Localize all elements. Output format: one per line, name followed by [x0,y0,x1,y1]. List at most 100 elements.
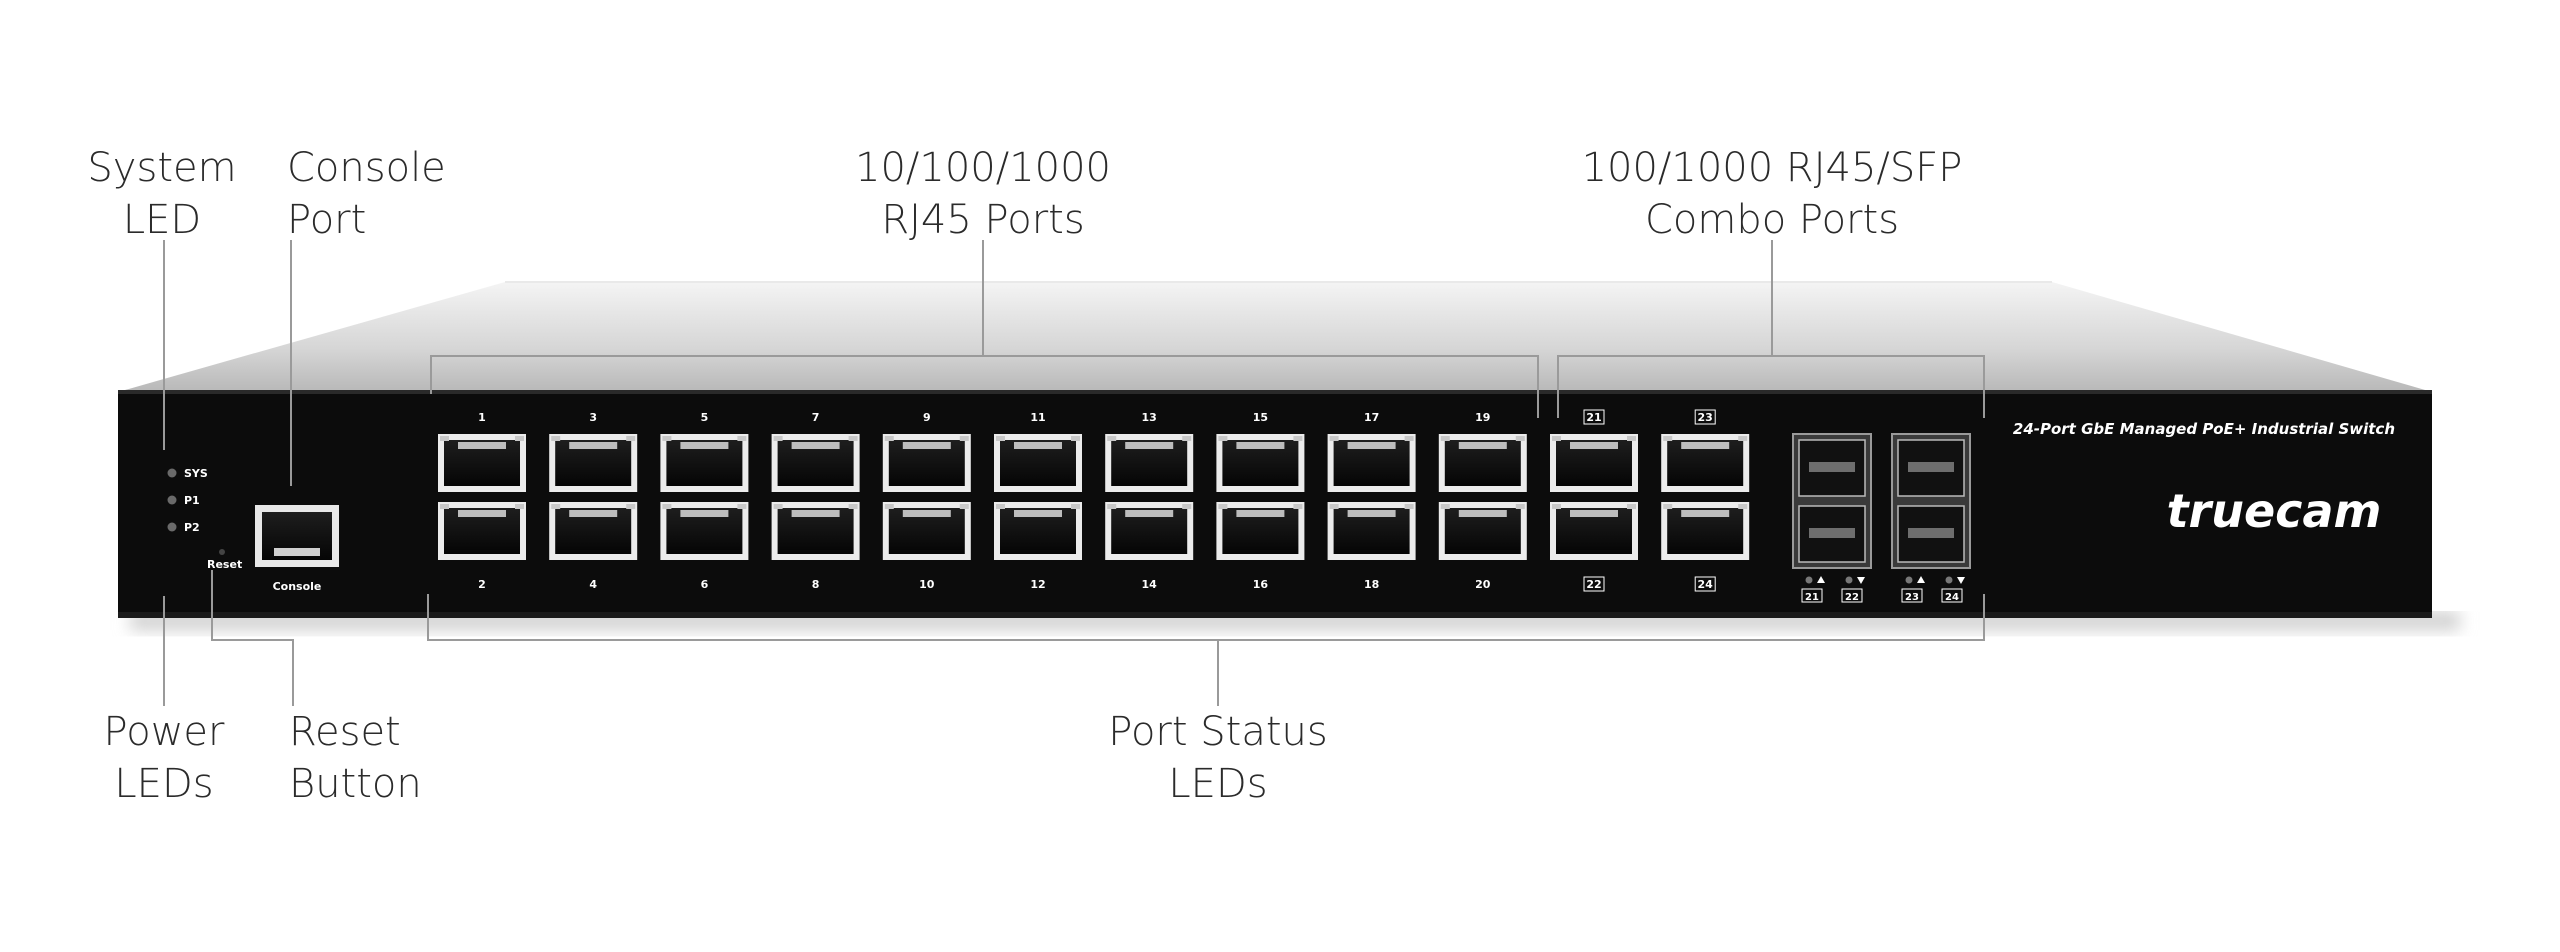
sfp-slot-21[interactable] [1798,439,1866,497]
rj45-port-22[interactable] [1550,502,1638,560]
port-contacts [1681,510,1730,517]
port-number: 23 [1698,411,1713,424]
rj45-port-6[interactable] [660,502,749,560]
port-status-led-icon [996,436,1005,441]
rj45-port-9[interactable] [882,434,971,492]
port-contacts [1125,442,1174,449]
callout-power-leds: Power LEDs [104,706,225,810]
port-status-led-icon [848,504,858,509]
port-number: 16 [1253,578,1269,591]
rj45-port-11[interactable] [994,434,1082,492]
port-number: 17 [1364,411,1379,424]
rj45-port-3[interactable] [549,434,638,492]
front-panel-bottom [118,612,2432,618]
port-contacts [458,510,506,517]
sfp-slot-24[interactable] [1897,505,1965,563]
port-number-box [1583,576,1605,592]
reset-label: Reset [207,558,242,571]
port-status-led-icon [1515,436,1525,441]
port-status-led-icon [959,504,969,509]
port-status-led-icon [1552,504,1561,509]
rj45-port-18[interactable] [1327,502,1416,560]
callout-combo-ports: 100/1000 RJ45/SFP Combo Ports [1582,142,1963,246]
rj45-port-16[interactable] [1216,502,1305,560]
port-status-led-icon [959,436,969,441]
led-group: SYS P1 P2 [167,467,208,534]
callout-line: Power [103,709,225,755]
sfp-slot-22[interactable] [1798,505,1866,563]
port-status-led-icon [1182,436,1192,441]
leader-lines [163,240,1985,706]
sfp-number-box [1941,588,1963,603]
port-status-led-icon [515,436,524,441]
port-contacts [902,442,951,449]
up-arrow-icon [1817,576,1825,583]
port-contacts [1236,442,1285,449]
rj45-port-23[interactable] [1661,434,1750,492]
model-text: 24-Port GbE Managed PoE+ Industrial Swit… [2013,420,2395,438]
port-contacts [1347,442,1396,449]
rj45-port-24[interactable] [1661,502,1750,560]
port-contacts [1125,510,1174,517]
port-status-led-icon [737,436,747,441]
port-status-led-icon [1515,504,1525,509]
rj45-port-1[interactable] [438,434,526,492]
rj45-port-15[interactable] [1216,434,1305,492]
port-status-led-icon [773,504,783,509]
port-status-led-icon [1182,504,1192,509]
rj45-port-13[interactable] [1105,434,1194,492]
rj45-port-20[interactable] [1438,502,1527,560]
p2-led-icon [167,522,177,532]
callout-console-port: Console Port [287,142,446,246]
rj45-port-21[interactable] [1550,434,1638,492]
rj45-port-10[interactable] [882,502,971,560]
port-contacts [1458,510,1507,517]
rj45-port-4[interactable] [549,502,638,560]
port-status-led-icon [1071,436,1080,441]
sfp-number-box [1901,588,1923,603]
sfp-slot-23[interactable] [1897,439,1965,497]
rj45-port-2[interactable] [438,502,526,560]
rj45-port-14[interactable] [1105,502,1194,560]
rj45-port-12[interactable] [994,502,1082,560]
console-port[interactable] [255,505,339,567]
led-label-sys: SYS [184,467,208,480]
rj45-port-17[interactable] [1327,434,1416,492]
rj45-port-19[interactable] [1438,434,1527,492]
sfp-latch [1809,462,1855,472]
rj45-port-8[interactable] [771,502,860,560]
up-arrow-icon [1917,576,1925,583]
port-status-led-icon [1071,504,1080,509]
port-number: 7 [812,411,820,424]
port-status-led-icon [1440,436,1450,441]
port-number: 5 [701,411,709,424]
chassis-top [118,282,2432,392]
callout-line: LEDs [1168,761,1268,807]
sfp-latch [1908,528,1954,538]
port-status-led-icon [626,504,636,509]
port-status-led-icon [1293,504,1303,509]
port-number: 3 [589,411,597,424]
port-status-led-icon [884,436,894,441]
callout-line: Console [287,145,446,191]
port-contacts [458,442,506,449]
port-contacts [680,442,729,449]
port-contacts [1236,510,1285,517]
sfp-cage [1891,433,1971,569]
port-status-led-icon [440,436,449,441]
rj45-port-5[interactable] [660,434,749,492]
sfp-number: 23 [1905,592,1919,603]
port-status-led-icon [1738,504,1748,509]
sfp-status-led-icon [1845,576,1853,584]
callout-line: Combo Ports [1644,197,1900,243]
port-status-led-icon [1627,436,1636,441]
port-status-led-icon [1293,436,1303,441]
reset-button[interactable] [219,549,225,555]
port-status-led-icon [662,436,672,441]
port-status-led-icon [1107,436,1117,441]
port-contacts [569,510,618,517]
port-contacts [680,510,729,517]
rj45-port-7[interactable] [771,434,860,492]
